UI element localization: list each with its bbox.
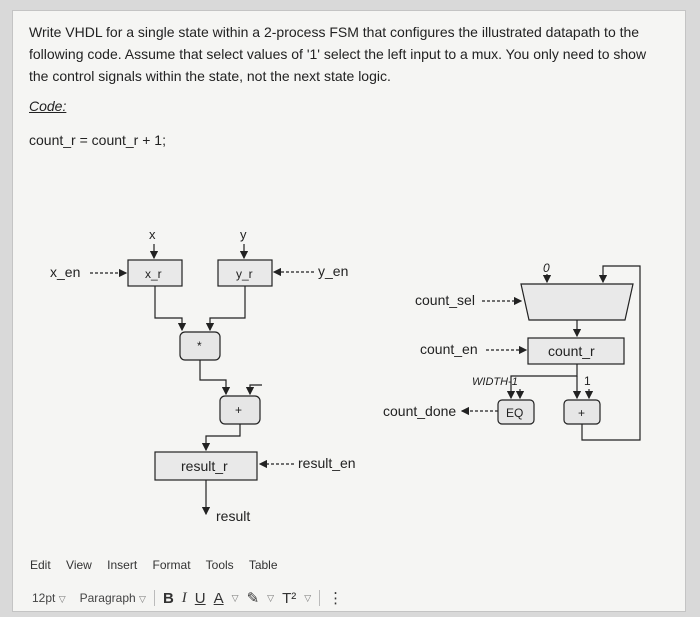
block-format-select[interactable]: Paragraph ▽ [80,591,146,605]
menu-table[interactable]: Table [248,558,278,572]
block-format-value: Paragraph [79,591,136,605]
result-label: result [216,508,250,524]
result-en-label: result_en [298,455,356,471]
add-to-result-wire [201,424,241,452]
multiplier-symbol: * [197,339,202,353]
font-size-select[interactable]: 12pt ▽ [32,591,66,605]
y-en-label: y_en [318,263,348,279]
chevron-down-icon: ▽ [58,594,66,604]
toolbar-divider [153,590,155,606]
font-color-button[interactable]: A [213,589,224,607]
menu-format[interactable]: Format [152,558,191,572]
menu-insert[interactable]: Insert [107,558,138,572]
question-text: Write VHDL for a single state within a 2… [29,24,647,84]
y-r-to-mult-wire [205,286,246,332]
count-en-label: count_en [420,341,478,357]
add-feedback-to-mux-wire [581,265,641,441]
input-y-label: y [240,227,247,242]
y-r-label: y_r [236,267,253,281]
code-line: count_r = count_r + 1; [29,132,166,148]
more-options-icon[interactable]: ⋮ [328,590,344,607]
x-r-label: x_r [145,267,162,281]
bold-button[interactable]: B [162,589,174,607]
toolbar-divider [319,590,321,606]
result-r-label: result_r [181,458,228,474]
count-sel-label: count_sel [415,292,475,308]
count-r-register [527,337,625,365]
menu-view[interactable]: View [66,558,92,572]
italic-button[interactable]: I [181,589,187,606]
x-en-label: x_en [50,264,80,280]
editor-toolbar: 12pt ▽ Paragraph ▽ B I U A ▽ ✎ ▽ T² ▽ ⋮ [32,586,343,610]
input-x-label: x [149,227,156,242]
superscript-button[interactable]: T² [282,589,297,607]
mult-to-add-wire [199,360,231,396]
result-r-register [154,451,258,481]
menu-edit[interactable]: Edit [30,558,51,572]
chevron-down-icon[interactable]: ▽ [267,592,275,603]
adder-symbol: + [235,403,242,417]
eq-comparator [497,399,535,425]
x-r-register [127,259,183,287]
count-adder-symbol: + [578,406,585,420]
chevron-down-icon: ▽ [139,594,146,604]
editor-menubar: Edit View Insert Format Tools Table [30,558,290,572]
count-r-label: count_r [548,343,595,359]
x-r-to-mult-wire [154,286,187,332]
eq-label: EQ [506,406,523,420]
code-label: Code: [29,98,67,114]
chevron-down-icon[interactable]: ▽ [304,592,312,603]
count-done-label: count_done [383,403,456,419]
font-size-value: 12pt [32,591,56,605]
count-mux [520,283,634,321]
add-feedback-wire [245,384,262,396]
underline-button[interactable]: U [194,589,206,607]
menu-tools[interactable]: Tools [205,558,234,572]
width-constant-label: WIDTH-1 [472,376,518,388]
constant-one-label: 1 [584,374,591,388]
constant-zero-label: 0 [543,261,550,275]
highlight-pen-icon[interactable]: ✎ [246,590,260,607]
count-r-to-eq-wire [506,364,578,400]
chevron-down-icon[interactable]: ▽ [231,592,239,603]
